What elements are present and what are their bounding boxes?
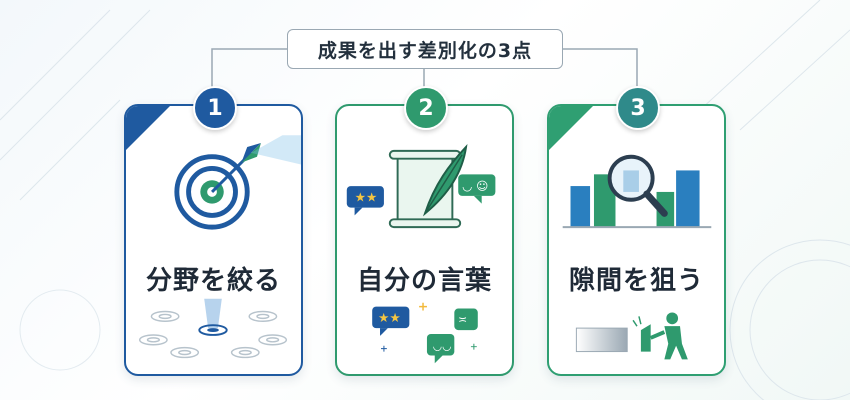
card-label: 自分の言葉 xyxy=(356,266,492,296)
gap-worker-icon xyxy=(575,312,688,360)
magnifier-city-icon xyxy=(562,154,712,229)
card-label: 分野を絞る xyxy=(145,266,281,296)
svg-text:★★: ★★ xyxy=(378,310,401,325)
step-number-1: 1 xyxy=(193,86,237,130)
speech-bubbles-icon: ★★ ≍ ◡◡ xyxy=(372,302,478,364)
svg-text:≍: ≍ xyxy=(458,313,467,326)
target-icon xyxy=(174,135,301,230)
step-number-3: 3 xyxy=(616,86,660,130)
card-narrow-field: 分野を絞る xyxy=(124,104,303,376)
svg-text:★★: ★★ xyxy=(355,190,378,205)
card-target-gap: 隙間を狙う xyxy=(547,104,726,376)
corner-accent xyxy=(126,106,170,150)
targets-field-icon xyxy=(138,298,288,359)
card-label: 隙間を狙う xyxy=(568,266,704,296)
corner-accent xyxy=(549,106,593,150)
page-title: 成果を出す差別化の3点 xyxy=(287,29,563,69)
svg-text:◡◡: ◡◡ xyxy=(433,340,452,353)
quill-scroll-icon: ★★ ◡ ☺ xyxy=(346,144,496,229)
svg-text:◡ ☺: ◡ ☺ xyxy=(462,179,488,193)
card-own-words: ★★ ◡ ☺ 自分の言葉 ★★ ≍ ◡◡ xyxy=(335,104,514,376)
step-number-2: 2 xyxy=(404,86,448,130)
